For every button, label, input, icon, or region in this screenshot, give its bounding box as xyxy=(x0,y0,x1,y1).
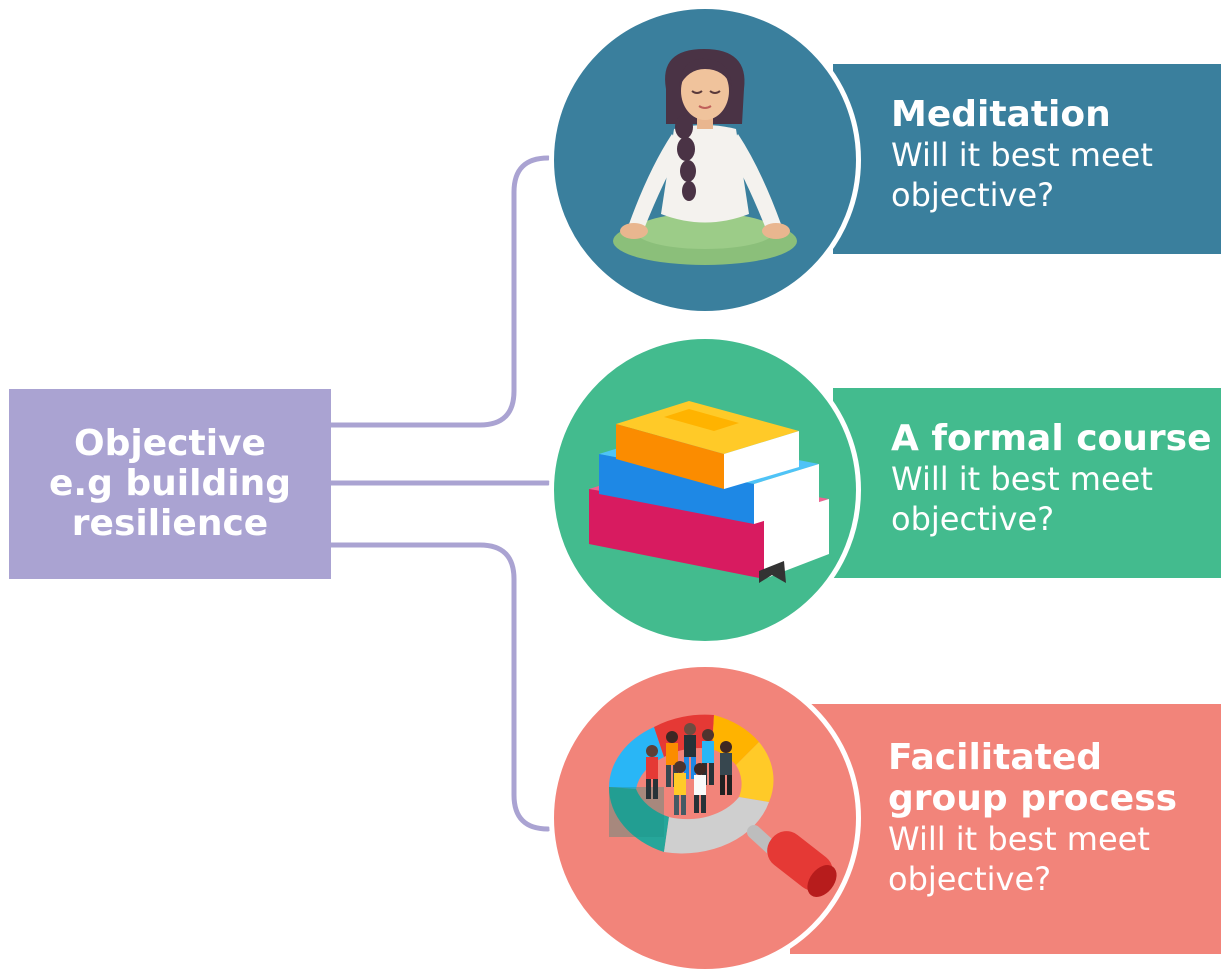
option-group-title-line-1: Facilitated xyxy=(888,737,1103,778)
option-group-banner: Facilitated group process Will it best m… xyxy=(790,704,1221,954)
option-course-title: A formal course xyxy=(891,418,1212,459)
option-course-question-line-1: Will it best meet xyxy=(891,460,1153,498)
option-meditation-question-line-2: objective? xyxy=(891,176,1055,214)
group-magnifier-chart-icon xyxy=(608,714,837,897)
objective-line-2: e.g building xyxy=(49,463,291,504)
book-stack-icon xyxy=(589,401,829,583)
group-circle xyxy=(549,662,861,974)
option-course-question-line-2: objective? xyxy=(891,500,1055,538)
course-circle xyxy=(549,334,861,646)
connector-bottom xyxy=(328,542,551,832)
meditation-circle xyxy=(549,4,861,316)
option-meditation-banner: Meditation Will it best meet objective? xyxy=(833,64,1221,254)
objective-line-1: Objective xyxy=(74,423,266,464)
option-course-banner: A formal course Will it best meet object… xyxy=(833,388,1221,578)
meditation-woman-icon xyxy=(613,49,797,265)
option-meditation-question-line-1: Will it best meet xyxy=(891,136,1153,174)
connector-top xyxy=(328,155,551,428)
option-group-question-line-2: objective? xyxy=(888,860,1052,898)
option-meditation-title: Meditation xyxy=(891,94,1111,135)
option-group-question-line-1: Will it best meet xyxy=(888,820,1150,858)
objective-line-3: resilience xyxy=(71,503,269,544)
objective-box: Objective e.g building resilience xyxy=(9,389,331,579)
option-group-title-line-2: group process xyxy=(888,778,1178,819)
